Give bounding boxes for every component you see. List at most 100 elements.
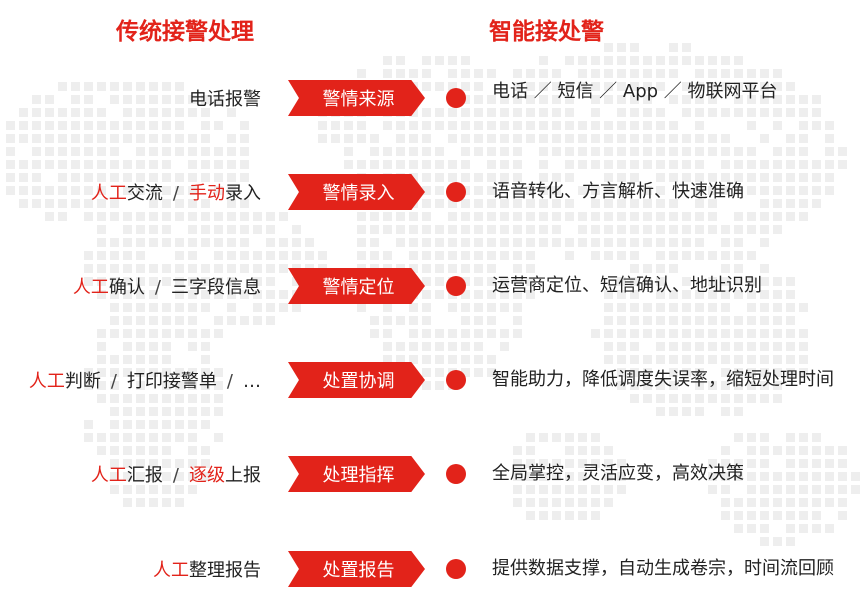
map-dot [708, 342, 717, 351]
map-dot [149, 147, 158, 156]
map-dot [799, 212, 808, 221]
map-dot [799, 95, 808, 104]
map-dot [279, 264, 288, 273]
map-dot [513, 238, 522, 247]
map-dot [149, 264, 158, 273]
map-dot [84, 82, 93, 91]
map-dot [513, 485, 522, 494]
map-dot [591, 329, 600, 338]
map-dot [721, 316, 730, 325]
map-dot [734, 225, 743, 234]
map-dot [110, 381, 119, 390]
traditional-step: 人工整理报告 [153, 556, 261, 582]
map-dot [97, 368, 106, 377]
map-dot [227, 212, 236, 221]
map-dot [240, 199, 249, 208]
map-dot [162, 212, 171, 221]
map-dot [695, 251, 704, 260]
map-dot [747, 303, 756, 312]
map-dot [656, 264, 665, 273]
map-dot [721, 381, 730, 390]
map-dot [565, 238, 574, 247]
map-dot [760, 368, 769, 377]
map-dot [175, 108, 184, 117]
map-dot [253, 316, 262, 325]
map-dot [500, 225, 509, 234]
map-dot [175, 381, 184, 390]
map-dot [435, 82, 444, 91]
map-dot [721, 108, 730, 117]
map-dot [201, 134, 210, 143]
map-dot [331, 134, 340, 143]
map-dot [500, 277, 509, 286]
map-dot [578, 225, 587, 234]
map-dot [409, 69, 418, 78]
map-dot [812, 173, 821, 182]
map-dot [682, 329, 691, 338]
map-dot [695, 342, 704, 351]
map-dot [448, 69, 457, 78]
map-dot [84, 134, 93, 143]
map-dot [617, 173, 626, 182]
map-dot [435, 121, 444, 130]
map-dot [461, 368, 470, 377]
map-dot [110, 173, 119, 182]
map-dot [370, 160, 379, 169]
highlight-level-by-level: 逐级 [189, 465, 225, 486]
stage-chevron: 警情来源 [288, 80, 425, 116]
map-dot [45, 199, 54, 208]
map-dot [682, 43, 691, 52]
map-dot [734, 95, 743, 104]
map-dot [409, 238, 418, 247]
map-dot [201, 290, 210, 299]
map-dot [539, 134, 548, 143]
map-dot [825, 134, 834, 143]
map-dot [188, 251, 197, 260]
map-dot [136, 316, 145, 325]
map-dot [513, 459, 522, 468]
smart-step: 智能助力，降低调度失误率，缩短处理时间 [492, 369, 834, 390]
map-dot [58, 212, 67, 221]
map-dot [136, 342, 145, 351]
map-dot [539, 82, 548, 91]
map-dot [175, 316, 184, 325]
map-dot [162, 355, 171, 364]
map-dot [201, 303, 210, 312]
map-dot [461, 82, 470, 91]
map-dot [201, 264, 210, 273]
map-dot [773, 212, 782, 221]
map-dot [188, 212, 197, 221]
map-dot [461, 342, 470, 351]
map-dot [136, 160, 145, 169]
map-dot [253, 264, 262, 273]
map-dot [578, 160, 587, 169]
map-dot [396, 134, 405, 143]
map-dot [721, 498, 730, 507]
map-dot [175, 134, 184, 143]
map-dot [682, 342, 691, 351]
map-dot [292, 251, 301, 260]
map-dot [58, 186, 67, 195]
map-dot [513, 316, 522, 325]
map-dot [188, 160, 197, 169]
map-dot [175, 264, 184, 273]
map-dot [461, 303, 470, 312]
map-dot [175, 147, 184, 156]
map-dot [760, 446, 769, 455]
map-dot [500, 290, 509, 299]
map-dot [370, 147, 379, 156]
map-dot [6, 160, 15, 169]
map-dot [760, 329, 769, 338]
map-dot [825, 472, 834, 481]
map-dot [162, 134, 171, 143]
map-dot [539, 108, 548, 117]
map-dot [708, 173, 717, 182]
map-dot [747, 186, 756, 195]
highlight-manual: 人工 [153, 560, 189, 581]
map-dot [201, 381, 210, 390]
map-dot [669, 160, 678, 169]
map-dot [669, 290, 678, 299]
map-dot [578, 472, 587, 481]
map-dot [500, 342, 509, 351]
map-dot [812, 121, 821, 130]
